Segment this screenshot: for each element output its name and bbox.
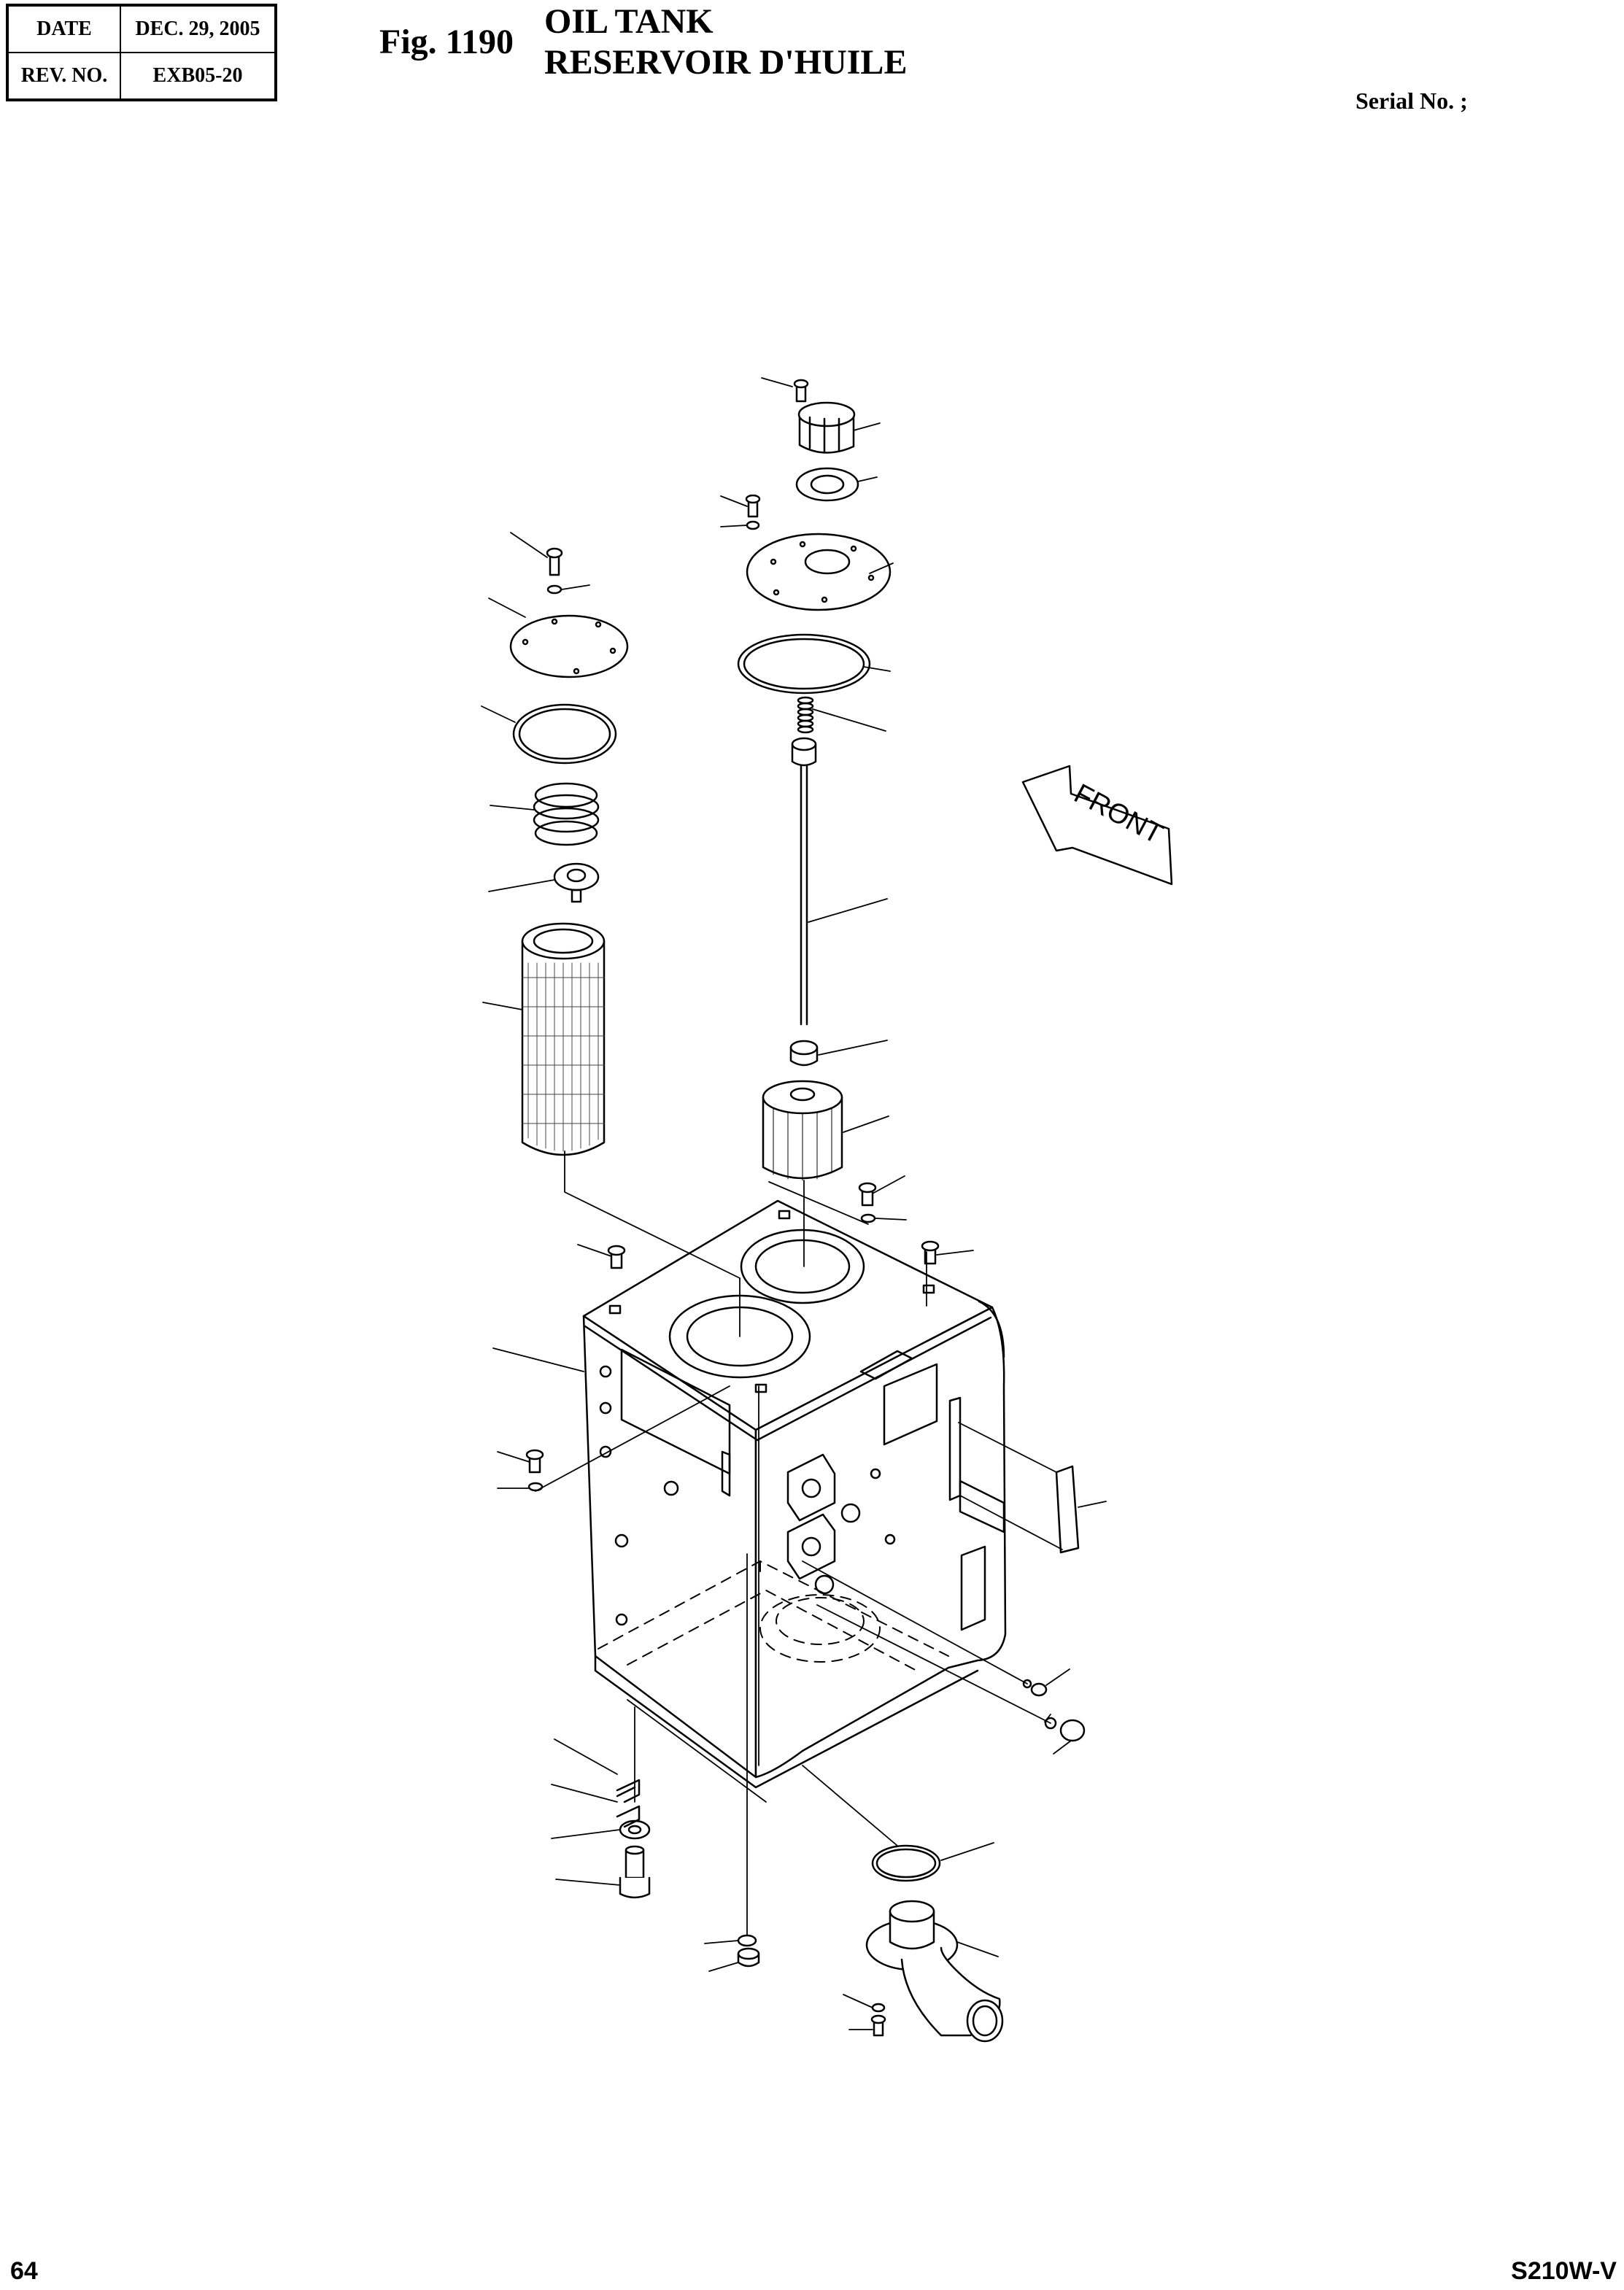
serial-number: Serial No. ; — [1356, 88, 1468, 114]
leader-lines — [482, 378, 1106, 2030]
date-value: DEC. 29, 2005 — [120, 4, 277, 53]
figure-title-fr: RESERVOIR D'HUILE — [544, 43, 908, 82]
bottom-parts — [617, 1780, 1002, 2041]
side-bolts — [527, 1183, 1084, 1741]
filter-element — [522, 924, 604, 1155]
figure-title-en: OIL TANK — [544, 2, 714, 41]
figure-number: Fig. 1190 — [379, 23, 514, 61]
rev-label: REV. NO. — [7, 52, 121, 101]
revision-table: DATE DEC. 29, 2005 REV. NO. EXB05-20 — [6, 4, 277, 101]
model-number: S210W-V — [1511, 2257, 1617, 2285]
date-label: DATE — [7, 4, 121, 53]
left-filter-stack — [511, 549, 627, 1155]
center-breather-stack — [738, 380, 890, 1180]
tank-body — [584, 1201, 1005, 1787]
front-arrow: FRONT — [1023, 766, 1172, 884]
figure-title: OIL TANK RESERVOIR D'HUILE — [544, 1, 907, 83]
page-number: 64 — [10, 2257, 38, 2285]
rev-value: EXB05-20 — [120, 52, 277, 101]
